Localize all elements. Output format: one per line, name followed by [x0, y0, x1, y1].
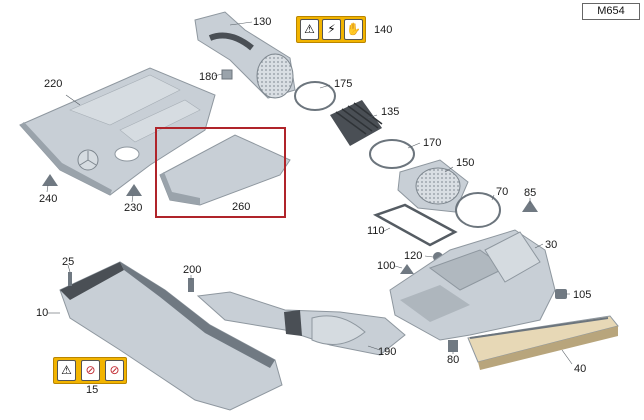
- air-filter-40: [467, 315, 619, 370]
- filter-housing-30: [389, 229, 556, 341]
- clip-180: [221, 69, 233, 80]
- label-140: 140: [374, 24, 393, 36]
- clip-105: [555, 289, 567, 299]
- label-30: 30: [545, 239, 558, 251]
- warning-triangle-icon: ⚠: [300, 19, 319, 40]
- label-170: 170: [423, 137, 442, 149]
- screw-200: [188, 278, 194, 292]
- label-220: 220: [44, 78, 63, 90]
- no-fire-icon: ⊘: [105, 360, 124, 381]
- label-110: 110: [367, 225, 385, 237]
- grommet-85: [522, 200, 538, 212]
- label-240: 240: [39, 193, 58, 205]
- label-260: 260: [232, 201, 251, 213]
- screw-25: [68, 272, 72, 286]
- label-180: 180: [199, 71, 218, 83]
- grommet-230: [126, 184, 142, 196]
- label-80: 80: [447, 354, 460, 366]
- trim-panel-260: [159, 134, 291, 206]
- hose-135: [330, 100, 383, 146]
- air-intake: [194, 11, 296, 99]
- no-touch-icon: ⊘: [81, 360, 100, 381]
- gasket-110: [372, 203, 458, 247]
- intake-duct-190: [196, 291, 406, 356]
- seal-ring-170: [369, 139, 415, 169]
- grommet-240: [42, 174, 58, 186]
- leader-lines: [46, 21, 573, 365]
- label-15: 15: [86, 384, 99, 396]
- grommet-100: [400, 264, 414, 274]
- label-120: 120: [404, 250, 423, 262]
- seal-ring-175: [294, 81, 336, 111]
- warning-label-140: ⚠ ⚡ ✋: [296, 16, 366, 43]
- label-150: 150: [456, 157, 475, 169]
- label-85: 85: [524, 187, 537, 199]
- electric-shock-icon: ⚡: [322, 19, 341, 40]
- label-25: 25: [62, 256, 75, 268]
- label-70: 70: [496, 186, 509, 198]
- label-135: 135: [381, 106, 400, 118]
- warning-triangle-icon: ⚠: [57, 360, 76, 381]
- label-230: 230: [124, 202, 143, 214]
- highlight-box: [155, 127, 286, 218]
- label-200: 200: [183, 264, 202, 276]
- bolt-80: [448, 340, 458, 352]
- housing-150: [397, 159, 469, 213]
- label-105: 105: [573, 289, 592, 301]
- label-40: 40: [574, 363, 587, 375]
- hand-hazard-icon: ✋: [344, 19, 363, 40]
- label-100: 100: [377, 260, 396, 272]
- cowl-duct-10: [59, 261, 283, 411]
- label-10: 10: [36, 307, 49, 319]
- label-130: 130: [253, 16, 272, 28]
- warning-label-15: ⚠ ⊘ ⊘: [53, 357, 127, 384]
- seal-70: [455, 192, 501, 228]
- engine-cover: [19, 67, 216, 196]
- label-190: 190: [378, 346, 397, 358]
- model-code: M654: [582, 3, 640, 20]
- label-175: 175: [334, 78, 353, 90]
